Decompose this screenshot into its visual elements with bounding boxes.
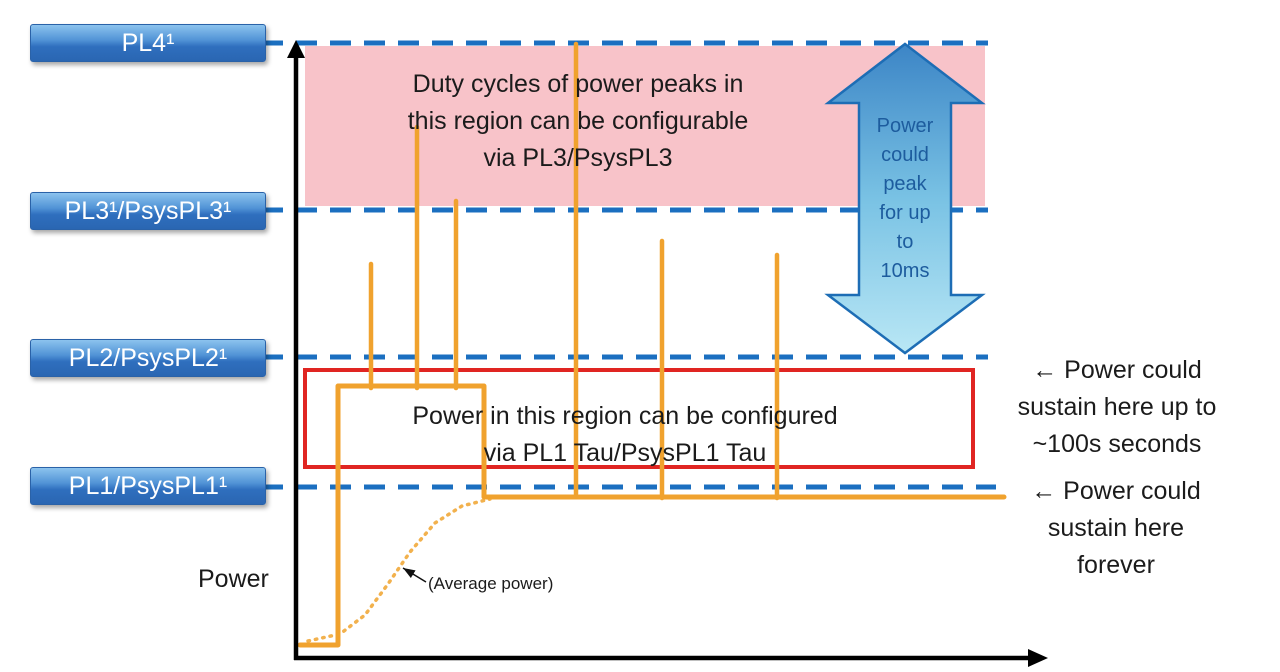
- sustain-forever-annotation: ← Power could sustain here forever: [1031, 477, 1201, 579]
- peak-arrow-text: Power could peak for up to 10ms: [876, 115, 934, 282]
- pl2-label: PL2/PsysPL2¹: [30, 339, 266, 377]
- peak-range-arrow: [824, 42, 986, 355]
- power-peaks: [368, 41, 780, 501]
- pl4-label: PL4¹: [30, 24, 266, 62]
- power-trace: [297, 383, 1007, 648]
- average-power-curve: [306, 497, 492, 643]
- average-power-label: (Average power): [428, 574, 554, 593]
- pl1-tau-region: [303, 368, 975, 469]
- x-axis: [294, 649, 1048, 667]
- y-axis: [287, 40, 305, 660]
- power-axis-label: Power: [198, 565, 269, 593]
- pl3-label: PL3¹/PsysPL3¹: [30, 192, 266, 230]
- sustain-100s-annotation: ← Power could sustain here up to ~100s s…: [1017, 356, 1217, 458]
- average-power-arrow-icon: [402, 567, 427, 583]
- power-limit-dashed-lines: [262, 40, 996, 490]
- pl1-region-text: Power in this region can be configured v…: [412, 402, 838, 467]
- pl3-region-text: Duty cycles of power peaks in this regio…: [407, 70, 749, 172]
- pl1-label: PL1/PsysPL1¹: [30, 467, 266, 505]
